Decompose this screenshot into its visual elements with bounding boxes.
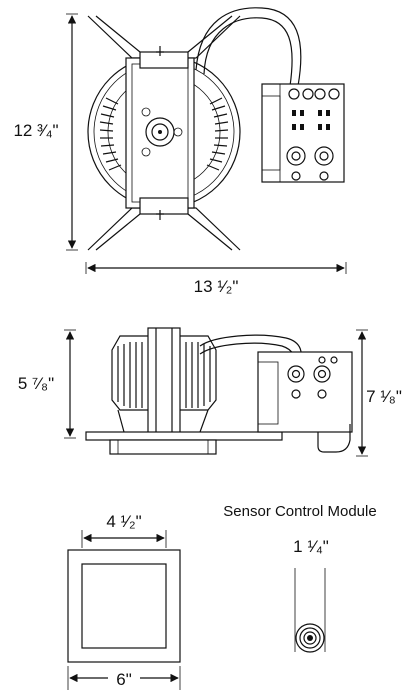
- side-view-right-height-label: 7 ¹⁄₈": [366, 387, 402, 406]
- trim-inner-label: 4 ¹⁄₂": [106, 512, 141, 531]
- trim-outer-label-bg: [108, 668, 140, 688]
- sensor-caption: Sensor Control Module: [223, 503, 376, 520]
- sensor-size-label: 1 ¹⁄₄": [293, 537, 329, 556]
- trim-outer-label: 6": [116, 670, 132, 689]
- top-view-drawing: [66, 7, 347, 274]
- sensor-module-drawing: [294, 568, 326, 653]
- side-view-left-height-label: 5 ⁷⁄₈": [18, 374, 54, 393]
- top-view-width-label: 13 ¹⁄₂": [194, 277, 239, 296]
- trim-view-drawing: [67, 530, 181, 690]
- top-view-height-label: 12 ³⁄₄": [13, 121, 58, 140]
- side-view-drawing: [64, 327, 368, 457]
